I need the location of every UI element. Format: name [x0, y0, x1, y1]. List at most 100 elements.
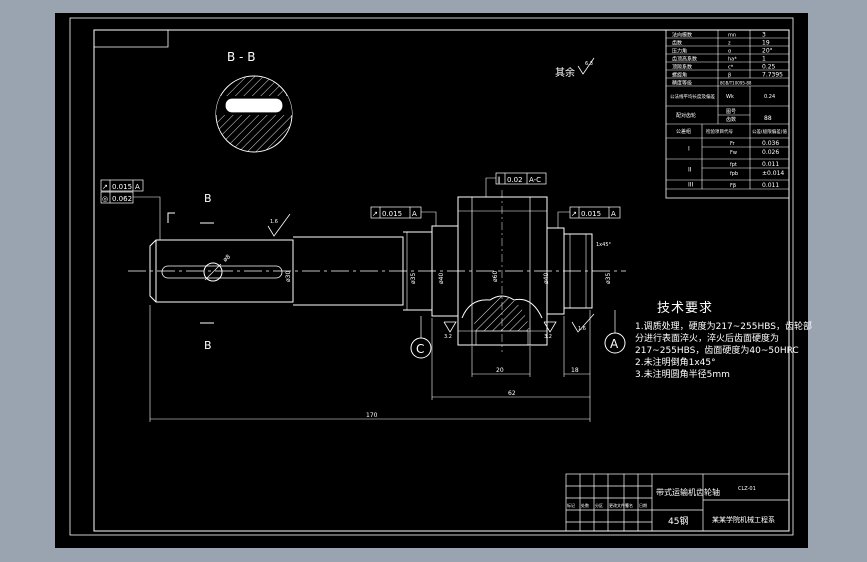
table-cell: fpt: [730, 162, 737, 168]
roughness-a: 1.6: [270, 219, 278, 225]
tolerance-frame-mid-right: ↗ 0.015 A: [557, 206, 621, 228]
table-cell: ±0.014: [762, 170, 784, 177]
diameter-d4: ø60: [492, 271, 499, 282]
notes-line: 3.未注明圆角半径5mm: [635, 370, 730, 380]
outer-border: [69, 17, 794, 536]
svg-text:C: C: [416, 342, 424, 356]
table-cell: 齿顶高系数: [672, 56, 697, 63]
dim-gear-len: 62: [508, 390, 516, 397]
table-cell: Fw: [730, 150, 737, 156]
diameter-d7: ø8: [222, 253, 232, 263]
notes-line: 1.调质处理，硬度为217~255HBS，齿轮部: [635, 322, 812, 332]
svg-text:↗: ↗: [571, 210, 577, 218]
title-block: [565, 473, 790, 532]
svg-text:◎: ◎: [102, 195, 108, 203]
roughness-marks: [267, 213, 595, 333]
table-cell: 顶隙系数: [672, 64, 692, 71]
title-block-label: 分区: [595, 502, 603, 508]
table-cell: 88: [764, 115, 772, 122]
table-cell: 0.036: [762, 140, 779, 147]
svg-text:0.015: 0.015: [112, 183, 132, 191]
dim-overall: 170: [366, 412, 378, 419]
table-cell: fpb: [730, 171, 738, 177]
diameter-d1: ø30: [285, 271, 292, 282]
table-cell: 法向模数: [672, 32, 692, 39]
table-cell: 0.25: [762, 64, 776, 71]
diameter-d6: ø35: [605, 273, 612, 284]
diameter-d5: ø40: [543, 273, 550, 284]
datum-c: C: [410, 316, 432, 359]
table-cell: z: [728, 41, 731, 47]
title-block-label: 标记: [567, 502, 575, 508]
svg-text:A: A: [135, 183, 140, 191]
svg-text:A: A: [610, 337, 619, 351]
table-cell: α: [728, 49, 732, 55]
table-cell: c*: [728, 65, 734, 71]
diameter-d2: ø35: [410, 273, 417, 284]
table-cell: III: [688, 182, 694, 189]
diameter-d3: ø40: [438, 273, 445, 284]
dimension-lines: [149, 305, 591, 422]
svg-text:∥: ∥: [497, 176, 501, 184]
table-cell: 0.011: [762, 161, 779, 168]
table-cell: 压力角: [672, 48, 687, 55]
svg-text:A-C: A-C: [529, 176, 541, 184]
table-cell: 20°: [762, 48, 773, 55]
tolerance-frame-left-2: ◎ 0.062: [100, 191, 161, 240]
table-cell: II: [688, 167, 692, 174]
table-cell: Fr: [730, 141, 736, 147]
svg-text:↗: ↗: [102, 183, 108, 191]
section-label: B - B: [227, 50, 255, 64]
table-cell: 1: [762, 56, 766, 63]
title-block-label: 更改文件号: [609, 502, 629, 508]
roughness-rest-symbol: [577, 57, 595, 75]
table-cell: 齿数: [726, 116, 736, 123]
shaft-outline: [149, 196, 593, 346]
table-cell: 8GB/T10095-88: [720, 81, 752, 86]
tolerance-frame-mid-left: ↗ 0.015 A: [370, 206, 437, 226]
roughness-rest-value: 6.3: [585, 61, 593, 67]
roughness-b: 3.2: [444, 334, 452, 340]
drawing-no: CLZ-01: [738, 486, 756, 492]
cut-marks: [167, 212, 214, 324]
svg-text:0.062: 0.062: [112, 195, 132, 203]
table-cell: I: [688, 146, 690, 153]
material: 45钢: [668, 515, 688, 527]
table-cell: 0.011: [762, 182, 779, 189]
gear-parameter-table: 法向模数 mn 3 齿数 z 19 压力角 α 20° 齿顶高系数 ha* 1 顶隙系数 c* 0.25 螺旋…: [665, 29, 790, 199]
roughness-rest-label: 其余: [555, 66, 575, 79]
table-cell: mn: [728, 33, 736, 39]
cut-mark-bottom: B: [204, 339, 212, 352]
svg-text:A: A: [611, 210, 616, 218]
title-block-label: 处数: [581, 502, 589, 508]
table-cell: 配对齿轮: [676, 112, 696, 119]
dim-hub: 20: [496, 367, 504, 374]
table-cell: ha*: [728, 57, 737, 63]
school-name: 某某学院机械工程系: [712, 515, 775, 524]
table-cell: 0.24: [764, 94, 775, 100]
svg-text:0.02: 0.02: [507, 176, 523, 184]
svg-text:0.015: 0.015: [581, 210, 601, 218]
notes-line: 217~255HBS，齿面硬度为40~50HRC: [635, 346, 799, 356]
table-cell: 0.026: [762, 149, 779, 156]
table-cell: Wk: [726, 94, 734, 100]
table-cell: 3: [762, 32, 766, 39]
table-cell: β: [728, 73, 731, 79]
table-cell: 齿数: [672, 40, 682, 47]
svg-text:A: A: [412, 210, 417, 218]
tolerance-frame-top-center: ∥ 0.02 A-C: [485, 172, 547, 197]
title-block-label: 日期: [639, 502, 647, 508]
table-cell: 图号: [726, 109, 736, 115]
cut-mark-top: B: [204, 192, 212, 205]
table-cell: 螺旋角: [672, 72, 687, 79]
title-block-label: 签名: [625, 502, 633, 508]
table-cell: 公差(极限偏差)值: [752, 128, 788, 135]
table-cell: 19: [762, 40, 770, 47]
notes-title: 技术要求: [657, 301, 714, 316]
table-cell: 检验项目代号: [706, 128, 733, 135]
table-cell: 7.7395: [762, 72, 783, 79]
inner-border: [93, 29, 790, 532]
notes-line: 2.未注明倒角1x45°: [635, 358, 716, 368]
part-name: 带式运输机齿轮轴: [656, 487, 720, 497]
